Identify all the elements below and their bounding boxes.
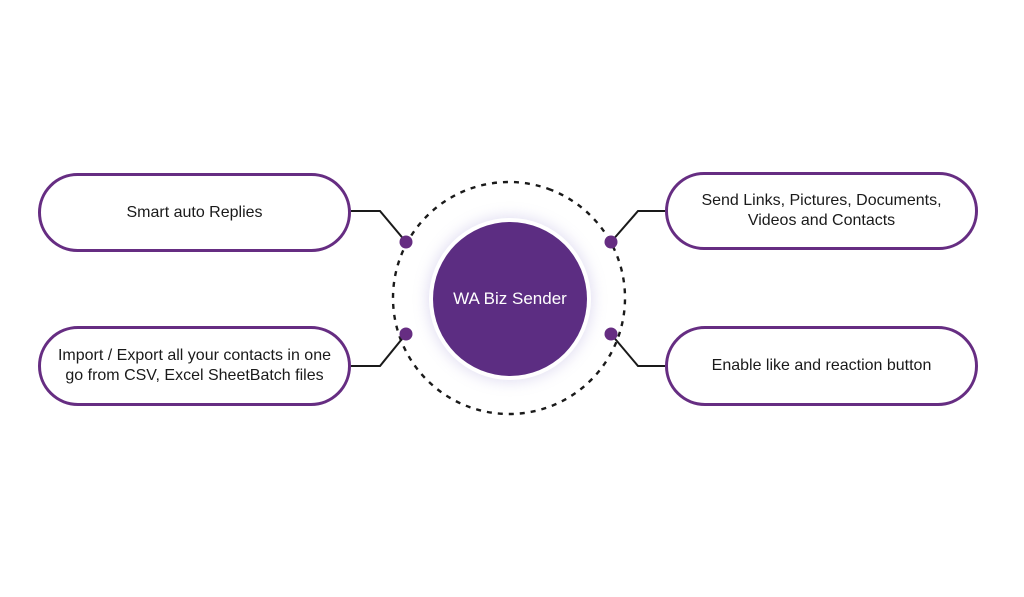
connector-dot-bottom-left <box>399 327 413 341</box>
connector-bottom-left <box>351 333 407 367</box>
feature-text: Enable like and reaction button <box>711 357 932 374</box>
center-label: WA Biz Sender <box>453 289 567 308</box>
connector-dot-bottom-right <box>604 327 618 341</box>
feature-text: Import / Export all your contacts in one… <box>57 347 331 384</box>
connector-dot-top-right <box>604 235 618 249</box>
feature-pill-import-export: Import / Export all your contacts in one… <box>38 326 351 406</box>
connector-top-right <box>610 210 665 243</box>
feature-text: Send Links, Pictures, Documents, Videos … <box>701 192 942 229</box>
feature-pill-reactions: Enable like and reaction button <box>665 326 978 406</box>
feature-text: Smart auto Replies <box>126 203 263 221</box>
feature-pill-smart-auto-replies: Smart auto Replies <box>38 173 351 252</box>
feature-pill-send-media: Send Links, Pictures, Documents, Videos … <box>665 172 978 250</box>
connector-bottom-right <box>610 333 665 367</box>
connector-dot-top-left <box>399 235 413 249</box>
orbit-ring-dashed <box>391 180 627 416</box>
center-hub: WA Biz Sender <box>433 222 587 376</box>
connector-top-left <box>351 210 407 243</box>
